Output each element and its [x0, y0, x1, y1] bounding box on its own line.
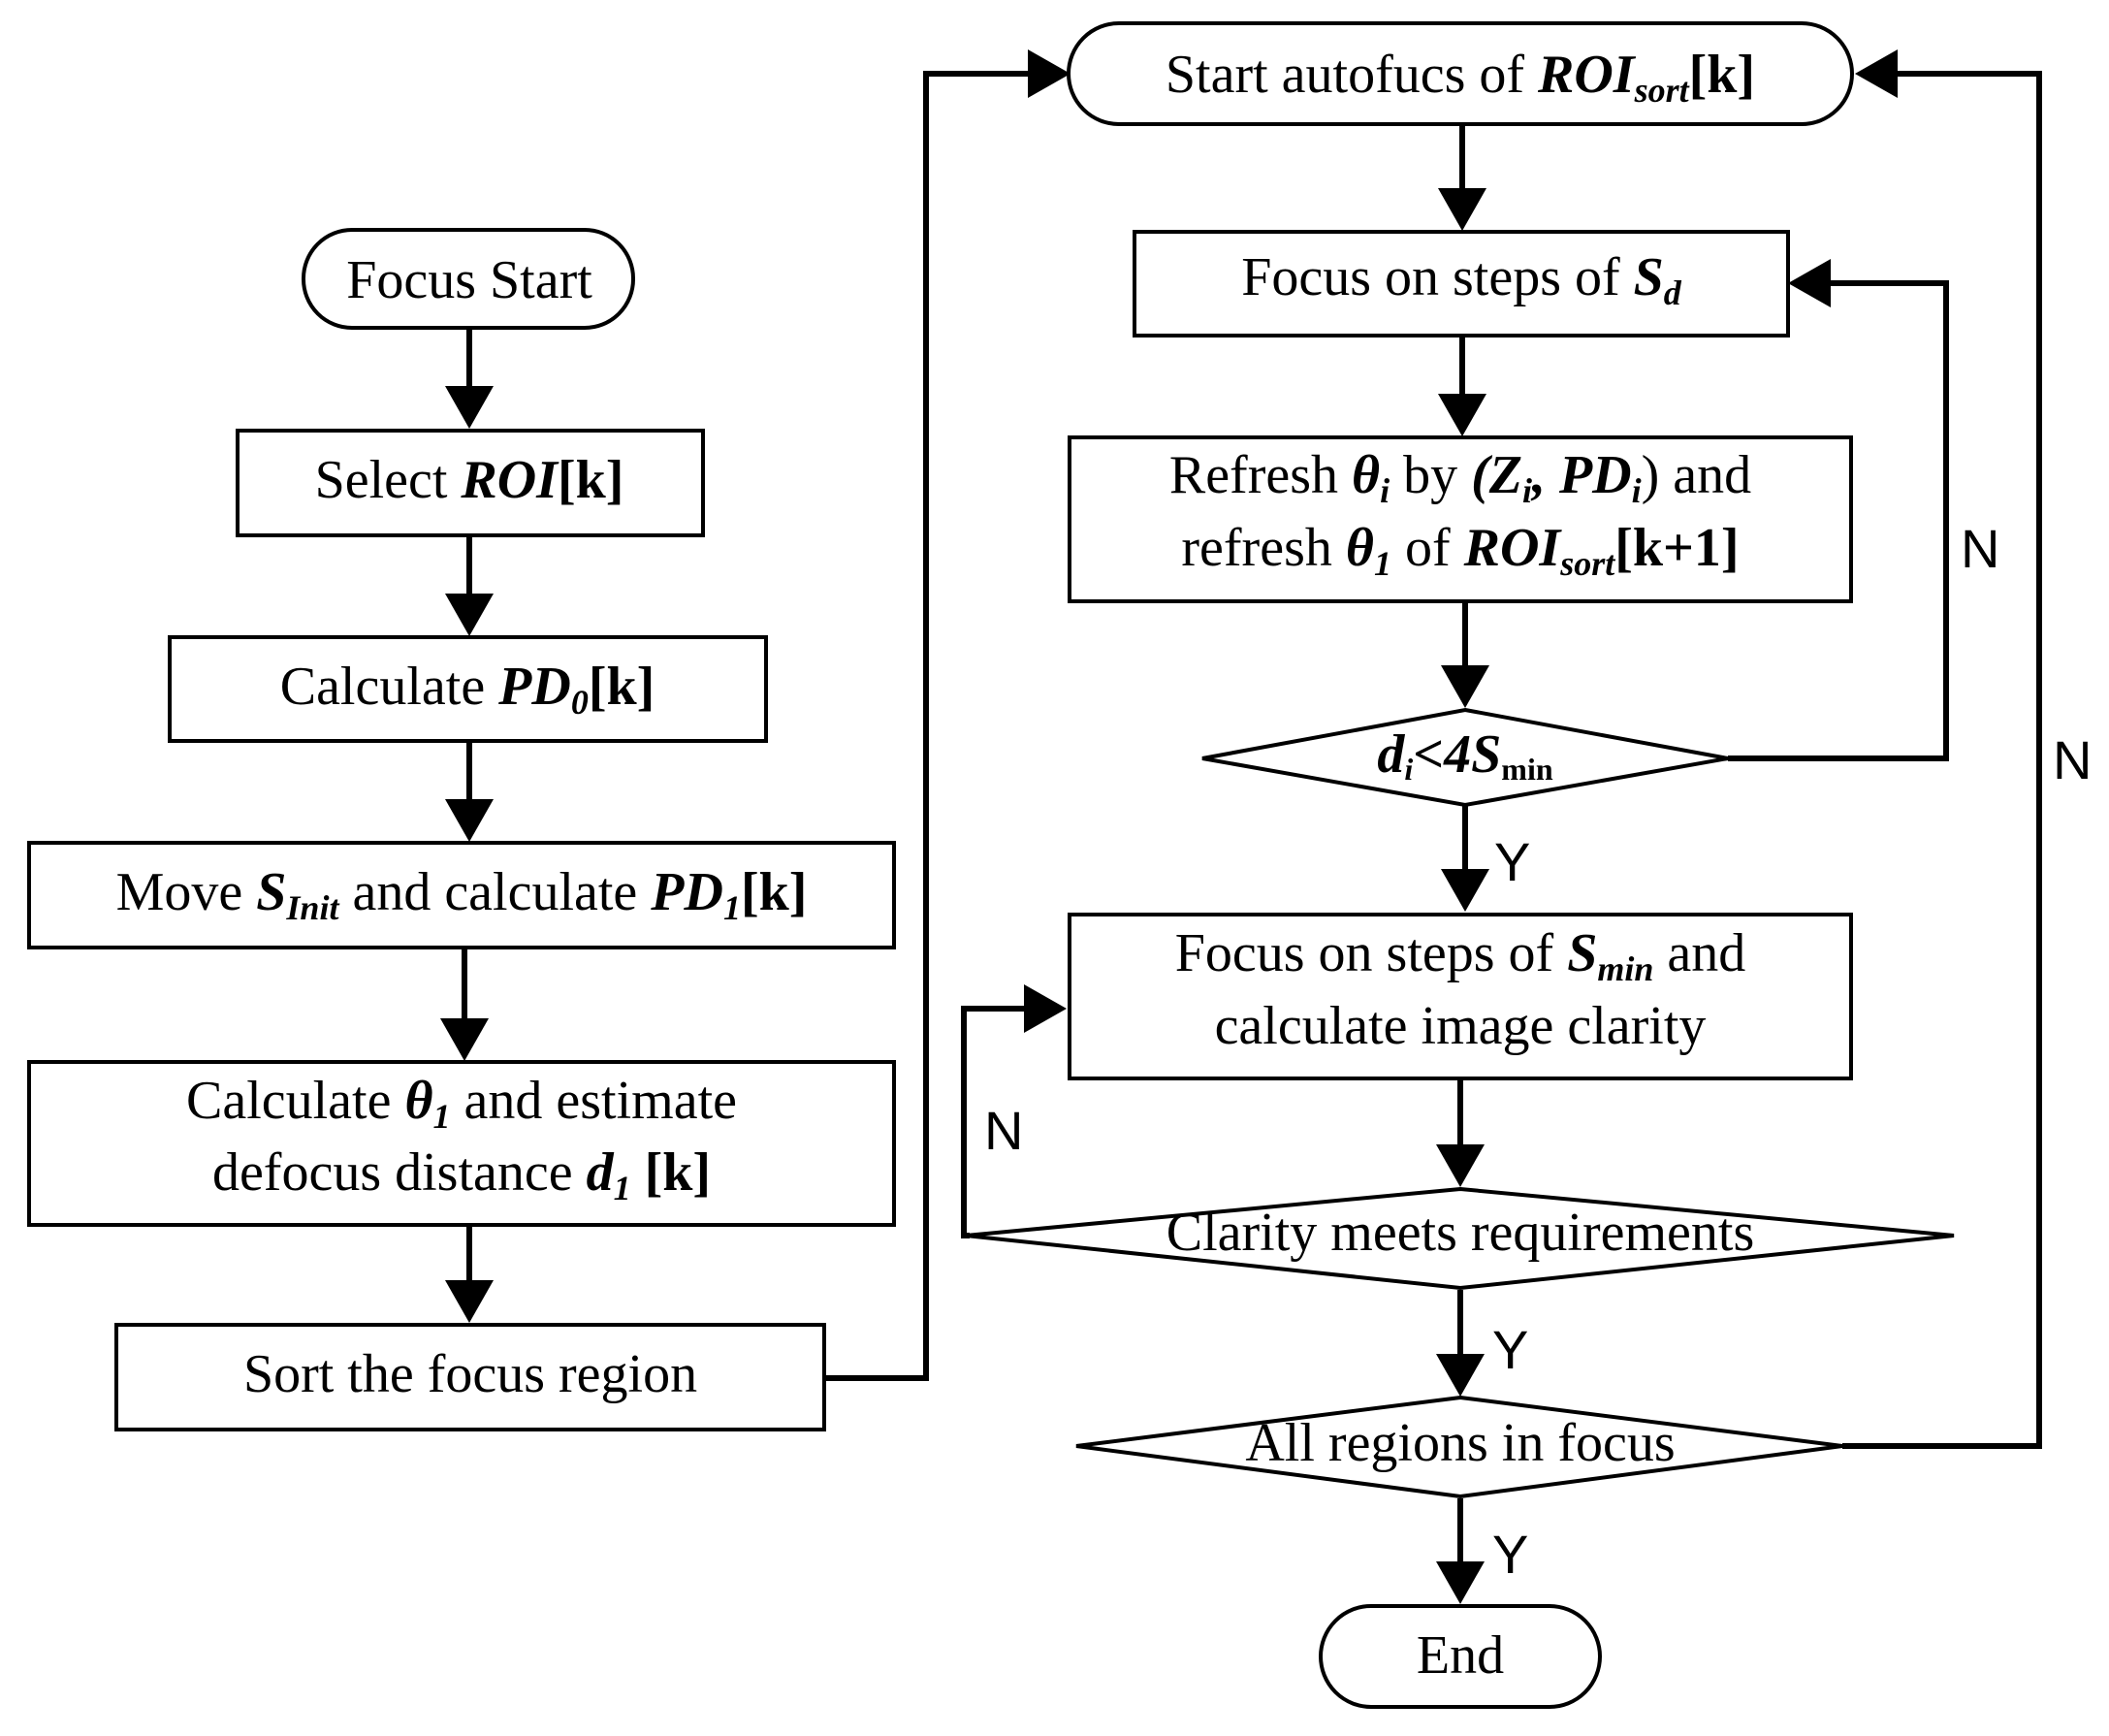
node-focus-smin-line2: calculate image clarity: [1215, 996, 1707, 1056]
arrowhead: [1024, 984, 1067, 1033]
edge-label-all-yes: Y: [1492, 1524, 1528, 1585]
node-sort-region: Sort the focus region: [114, 1323, 826, 1431]
arrowhead: [445, 799, 494, 842]
edge-all-no: [1842, 71, 2042, 1449]
arrowhead: [1855, 49, 1898, 98]
arrowhead: [1436, 1561, 1485, 1604]
node-calc-theta: Calculate θ1 and estimate defocus distan…: [27, 1060, 896, 1227]
node-decision-clarity: Clarity meets requirements: [965, 1186, 1955, 1291]
arrowhead: [1028, 49, 1070, 98]
node-end-label: End: [1417, 1625, 1504, 1686]
arrowhead: [1441, 665, 1489, 708]
arrowhead: [1438, 394, 1486, 436]
node-decision-di: di<4Smin: [1201, 707, 1729, 808]
node-end: End: [1319, 1604, 1602, 1709]
arrowhead: [1436, 1354, 1485, 1397]
node-move-sinit: Move SInit and calculate PD1[k]: [27, 841, 896, 949]
node-focus-sd: Focus on steps of Sd: [1133, 230, 1790, 338]
edge-label-clarity-no: N: [984, 1100, 1023, 1161]
node-refresh-line2: refresh θ1 of ROIsort[k+1]: [1181, 518, 1739, 583]
node-calc-theta-line2: defocus distance d1 [k]: [212, 1142, 711, 1207]
node-focus-smin: Focus on steps of Smin and calculate ima…: [1068, 913, 1853, 1080]
node-focus-start: Focus Start: [302, 228, 635, 330]
arrowhead: [1788, 259, 1831, 307]
arrowhead: [445, 1280, 494, 1323]
arrowhead: [1438, 188, 1486, 231]
node-sort-region-label: Sort the focus region: [243, 1344, 697, 1404]
arrowhead: [445, 594, 494, 636]
node-focus-smin-line1: Focus on steps of Smin and: [1175, 923, 1746, 988]
arrowhead: [445, 386, 494, 429]
node-focus-start-label: Focus Start: [346, 250, 592, 310]
node-select-roi-label: Select ROI[k]: [315, 450, 624, 510]
node-calc-pd0-label: Calculate PD0[k]: [280, 657, 655, 722]
edge-sort-to-autofocus: [824, 71, 1030, 1381]
node-calc-theta-line1: Calculate θ1 and estimate: [186, 1071, 737, 1136]
edge-label-clarity-yes: Y: [1492, 1319, 1528, 1380]
node-decision-di-label: di<4Smin: [1377, 724, 1553, 787]
edge-label-di-yes: Y: [1494, 831, 1530, 892]
node-decision-clarity-label: Clarity meets requirements: [1166, 1203, 1754, 1263]
edges: [440, 49, 2042, 1604]
node-refresh-line1: Refresh θi by (Zi, PDi) and: [1169, 445, 1751, 510]
edge-di-no: [1728, 280, 1949, 761]
node-start-autofocus: Start autofucs of ROIsort[k]: [1067, 21, 1854, 126]
node-refresh: Refresh θi by (Zi, PDi) and refresh θ1 o…: [1068, 435, 1853, 603]
arrowhead: [1441, 869, 1489, 912]
node-calc-pd0: Calculate PD0[k]: [168, 635, 768, 743]
node-move-sinit-label: Move SInit and calculate PD1[k]: [116, 862, 808, 927]
node-focus-sd-label: Focus on steps of Sd: [1241, 247, 1682, 312]
node-select-roi: Select ROI[k]: [236, 429, 705, 537]
node-decision-all: All regions in focus: [1075, 1395, 1843, 1499]
arrowhead: [1436, 1144, 1485, 1187]
edge-label-di-no: N: [1961, 518, 1999, 579]
arrowhead: [440, 1018, 489, 1061]
edge-label-all-no: N: [2053, 729, 2092, 790]
node-start-autofocus-label: Start autofucs of ROIsort[k]: [1166, 45, 1755, 110]
node-decision-all-label: All regions in focus: [1245, 1413, 1675, 1473]
